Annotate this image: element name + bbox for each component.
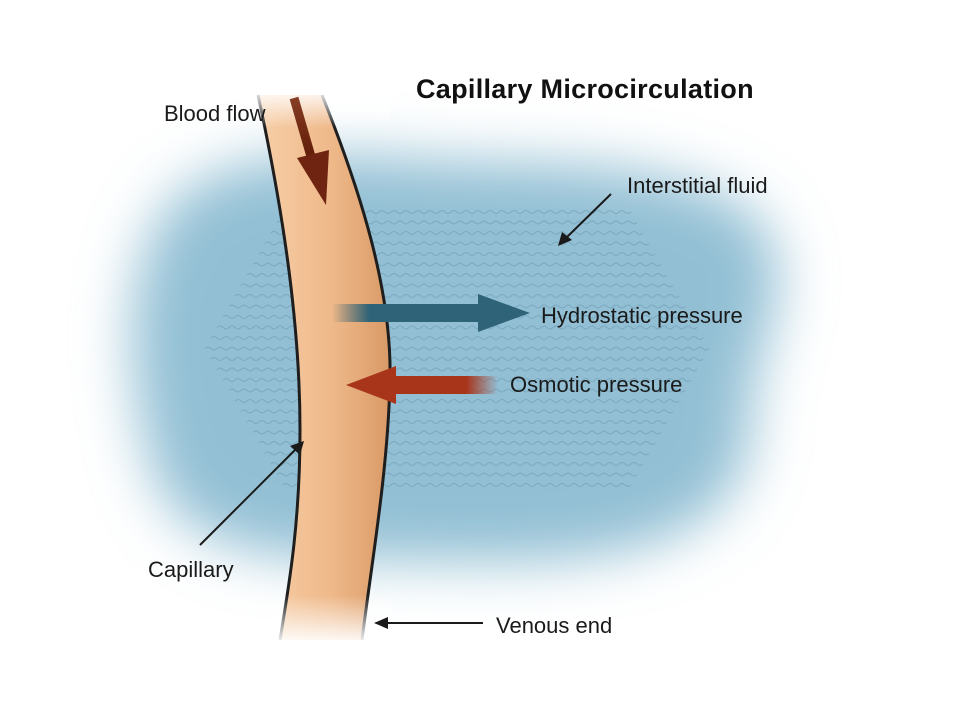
blood-flow-arrow xyxy=(289,96,329,205)
capillary-label: Capillary xyxy=(148,557,234,582)
blood-flow-label: Blood flow xyxy=(164,101,266,126)
wave-line xyxy=(210,336,704,340)
venous-end-pointer xyxy=(374,617,483,629)
hydrostatic-pressure-arrow xyxy=(332,294,530,332)
interstitial-fluid-label: Interstitial fluid xyxy=(627,173,768,198)
osmotic-pressure-arrow xyxy=(346,366,498,404)
osmotic-pressure-label: Osmotic pressure xyxy=(510,372,683,397)
capillary-pointer xyxy=(199,441,304,546)
hydrostatic-pressure-label: Hydrostatic pressure xyxy=(541,303,743,328)
interstitial-fluid-pointer xyxy=(558,193,612,246)
wave-line xyxy=(210,357,704,361)
interstitial-fluid-region xyxy=(132,155,778,562)
wave-line xyxy=(204,346,710,351)
capillary-vessel xyxy=(240,88,392,645)
venous-end-label: Venous end xyxy=(496,613,613,638)
wave-line xyxy=(216,367,698,372)
pointer-lines xyxy=(199,193,612,629)
diagram-title: Capillary Microcirculation xyxy=(416,74,754,104)
